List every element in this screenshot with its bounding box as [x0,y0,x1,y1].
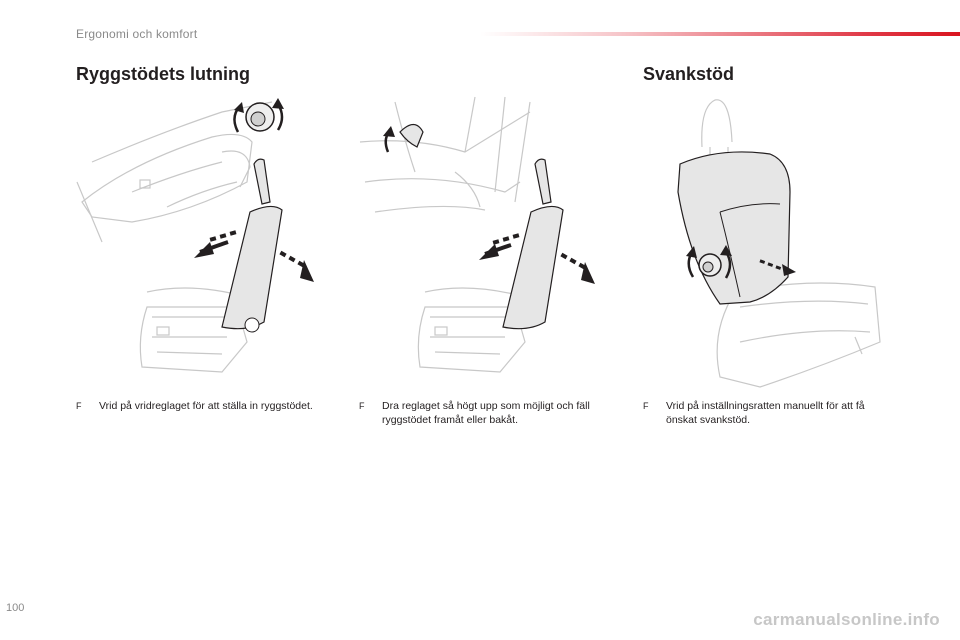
page-number: 100 [6,602,25,614]
illustration-lumbar-support [640,92,900,392]
section-title-lumbar-support: Svankstöd [643,64,735,84]
instruction-backrest-lever: F Dra reglaget så högt upp som möjligt o… [359,399,609,427]
instruction-backrest-knob: F Vrid på vridreglaget för att ställa in… [76,399,326,413]
header-accent-bar [480,32,960,36]
instruction-text: Dra reglaget så högt upp som möjligt och… [382,400,590,426]
instruction-text: Vrid på vridreglaget för att ställa in r… [99,400,313,412]
chapter-header: Ergonomi och komfort [76,27,198,41]
bullet-marker: F [76,401,82,411]
bullet-marker: F [359,401,365,411]
bullet-marker: F [643,401,649,411]
instruction-lumbar-support: F Vrid på inställningsratten manuellt fö… [643,399,893,427]
illustration-backrest-knob [72,92,332,392]
instruction-text: Vrid på inställningsratten manuellt för … [666,400,865,426]
section-title-backrest-tilt: Ryggstödets lutning [76,64,250,84]
illustration-backrest-lever [355,92,615,392]
watermark: carmanualsonline.info [753,610,940,629]
